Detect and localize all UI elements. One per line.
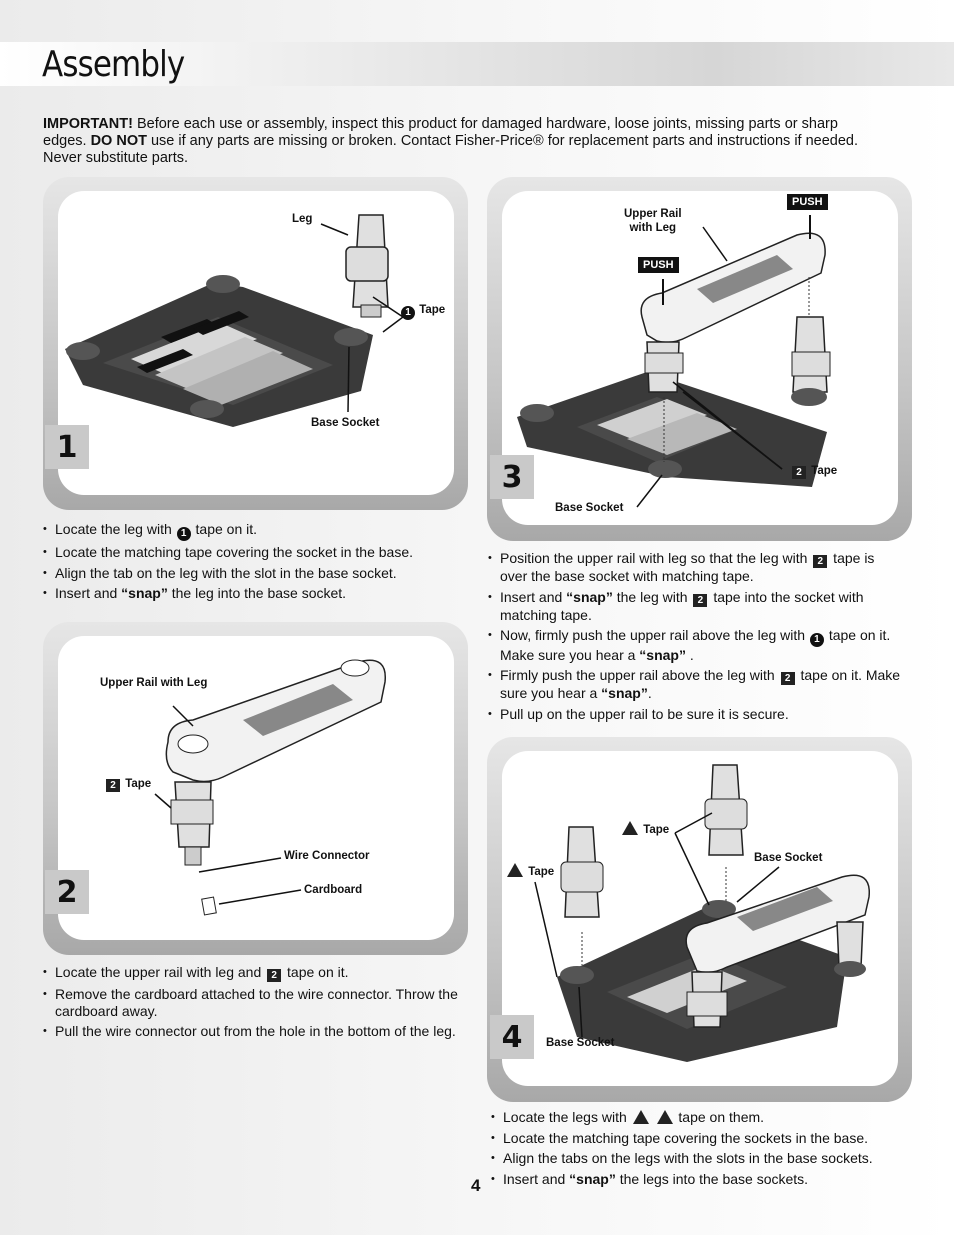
tape-1-badge: 1: [401, 305, 415, 320]
tape4-label: Tape: [620, 821, 669, 836]
list-item: Insert and “snap” the leg with 2 tape in…: [488, 589, 903, 624]
tape-2-badge: 2: [267, 969, 282, 982]
step3-illustration: [517, 215, 831, 508]
tape-2-badge: 2: [792, 466, 806, 479]
base-socket-label: Base Socket: [311, 417, 380, 429]
list-item: Locate the leg with 1 tape on it.: [43, 521, 463, 541]
base-socket-label-bottom: Base Socket: [546, 1037, 615, 1049]
tape2-label: 2 Tape: [790, 465, 837, 479]
list-item: Now, firmly push the upper rail above th…: [488, 627, 903, 664]
tape-2-badge: 2: [813, 555, 828, 568]
upper-rail-label: Upper Rail with Leg: [100, 677, 208, 689]
step4-number: 4: [490, 1015, 534, 1059]
leg-label: Leg: [292, 213, 313, 225]
step4-instructions: Locate the legs with tape on them. Locat…: [491, 1109, 911, 1191]
step1-number: 1: [45, 425, 89, 469]
list-item: Insert and “snap” the legs into the base…: [491, 1171, 911, 1188]
tape-4-badge: [656, 1110, 673, 1124]
page-title: Assembly: [42, 44, 185, 85]
list-item: Position the upper rail with leg so that…: [488, 550, 903, 585]
step2-panel: [43, 622, 468, 955]
step3-number: 3: [490, 455, 534, 499]
step4-illustration: [534, 764, 870, 1062]
tape-2-badge: 2: [693, 593, 708, 607]
base-socket-label: Base Socket: [555, 502, 624, 514]
step1-illustration: [65, 214, 404, 427]
list-item: Locate the upper rail with leg and 2 tap…: [43, 964, 463, 982]
tape2-label: 2 Tape: [104, 778, 151, 792]
title-bar: [0, 42, 954, 86]
cardboard-label: Cardboard: [304, 884, 363, 896]
step2-illustration: [154, 659, 386, 916]
base-socket-label-top: Base Socket: [754, 852, 823, 864]
tape-1-badge: 1: [176, 526, 191, 541]
intro-warning: IMPORTANT! Before each use or assembly, …: [43, 116, 859, 166]
do-not-label: DO NOT: [90, 133, 147, 149]
step2-number: 2: [45, 870, 89, 914]
tape-3-badge: [507, 863, 523, 877]
push-label-left: PUSH: [638, 257, 679, 273]
step3-instructions: Position the upper rail with leg so that…: [488, 550, 903, 726]
list-item: Align the tabs on the legs with the slot…: [491, 1150, 911, 1167]
tape1-label: 1 Tape: [400, 304, 445, 320]
list-item: Pull up on the upper rail to be sure it …: [488, 706, 903, 723]
tape3-label: Tape: [505, 863, 554, 878]
list-item: Align the tab on the leg with the slot i…: [43, 565, 463, 582]
page-number: 4: [471, 1176, 481, 1195]
important-label: IMPORTANT!: [43, 116, 133, 132]
tape-4-badge: [622, 821, 638, 835]
list-item: Firmly push the upper rail above the leg…: [488, 667, 903, 702]
list-item: Locate the legs with tape on them.: [491, 1109, 911, 1126]
wire-connector-label: Wire Connector: [284, 850, 370, 862]
push-label-right: PUSH: [787, 194, 828, 210]
list-item: Remove the cardboard attached to the wir…: [43, 986, 463, 1020]
tape-2-badge: 2: [106, 779, 120, 792]
list-item: Locate the matching tape covering the so…: [43, 544, 463, 561]
tape-3-badge: [632, 1110, 649, 1124]
step1-instructions: Locate the leg with 1 tape on it. Locate…: [43, 521, 463, 606]
list-item: Insert and “snap” the leg into the base …: [43, 585, 463, 602]
tape-1-badge: 1: [809, 632, 824, 647]
step2-instructions: Locate the upper rail with leg and 2 tap…: [43, 964, 463, 1044]
list-item: Pull the wire connector out from the hol…: [43, 1023, 463, 1040]
tape-2-badge: 2: [780, 672, 795, 685]
list-item: Locate the matching tape covering the so…: [491, 1130, 911, 1147]
